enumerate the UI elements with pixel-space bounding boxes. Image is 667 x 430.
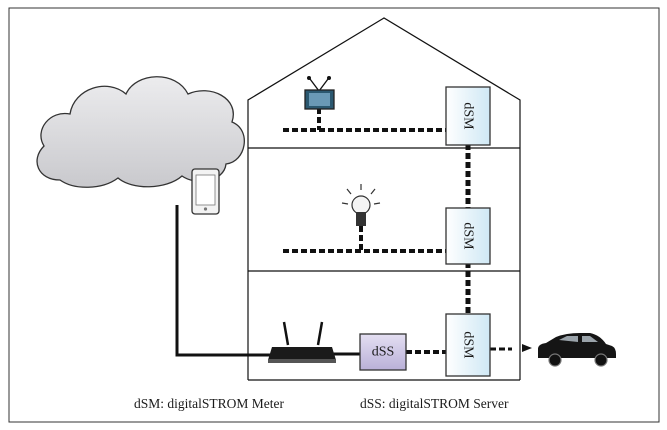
tv-icon <box>304 76 335 110</box>
dss-server: dSS <box>359 333 407 371</box>
cloud-icon <box>36 76 245 188</box>
house-outline <box>247 17 521 380</box>
dsm-meter-bottom: dSM <box>445 313 491 377</box>
network-cable <box>175 205 360 357</box>
dsm-bottom-label: dSM <box>461 331 476 359</box>
tablet-icon <box>191 168 220 215</box>
dsm-top-label: dSM <box>461 102 476 130</box>
legend-dsm: dSM: digitalSTROM Meter <box>134 396 285 411</box>
cable-tablet-to-router <box>175 205 276 357</box>
power-bus-lines <box>283 108 512 354</box>
figure-frame <box>8 7 660 423</box>
house <box>247 17 521 381</box>
lightbulb-icon <box>341 184 381 226</box>
dsm-meter-top: dSM <box>445 86 491 146</box>
router-icon <box>268 321 336 363</box>
dsm-meter-middle: dSM <box>445 207 491 265</box>
dss-label: dSS <box>372 345 395 360</box>
car-icon <box>522 333 616 367</box>
dsm-middle-label: dSM <box>461 222 476 250</box>
legend-dss: dSS: digitalSTROM Server <box>360 396 509 411</box>
